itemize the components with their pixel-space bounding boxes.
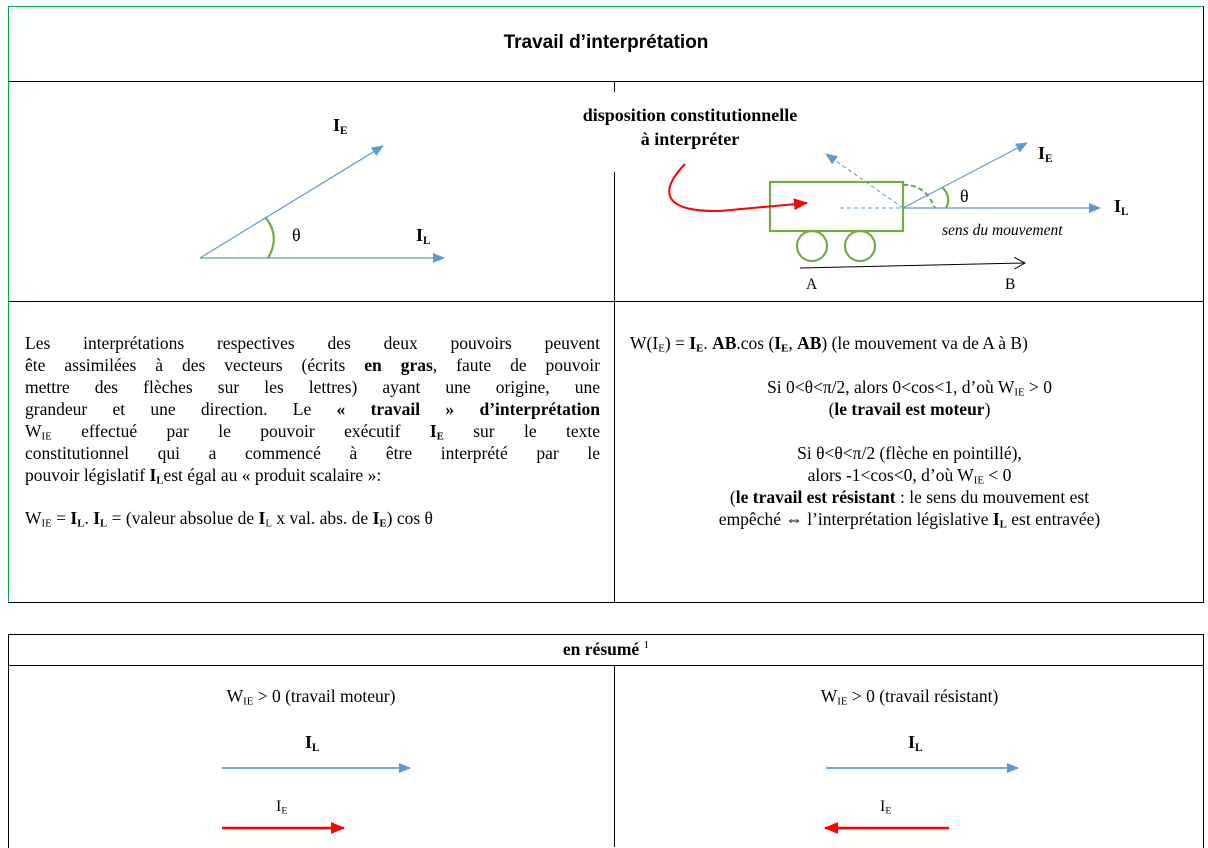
angle-arc-dashed [902,183,937,209]
divider-diagrams [8,301,1204,302]
cart-wheel-right [843,229,877,263]
right-il-label: IL [1114,196,1129,218]
right-angle-label: θ [960,186,969,206]
summary-left-il-label: IL [305,732,320,754]
case-2-line-3: (le travail est résistant : le sens du m… [729,487,1090,507]
red-curved-arrow [668,163,808,213]
left-il-label: IL [416,225,431,247]
left-angle-label: θ [292,225,301,245]
summary-vertical [614,665,615,847]
summary-title: en résumé 1 [562,639,650,659]
left-line-2: ête assimilées à des vecteurs (écrits en… [25,355,601,375]
point-b-label: B [1005,276,1016,293]
case-1-line-2: (le travail est moteur) [828,399,991,419]
left-line-3: mettre des flèches sur les lettres) ayan… [25,377,600,397]
left-line-5: WIE effectué par le pouvoir exécutif IE … [25,421,601,443]
segment-ab [799,263,1025,268]
divider-vertical [614,172,615,602]
summary-right-ie-label: IE [880,798,892,817]
case-1-line-1: Si 0<θ<π/2, alors 0<cos<1, d’où WIE > 0 [766,377,1053,399]
left-line-4: grandeur et une direction. Le « travail … [25,399,601,419]
left-formula: WIE = IL. IL = (valeur absolue de IL x v… [25,508,433,530]
divider-vertical-upper [614,82,615,92]
point-a-label: A [806,276,818,293]
top-frame [8,6,1204,603]
left-line-6: constitutionnel qui a commencé à être in… [25,443,600,463]
right-work-formula: W(IE) = IE. AB.cos (IE, AB) (le mouvemen… [630,333,1028,355]
left-line-7: pouvoir législatif ILest égal au « produ… [25,465,382,487]
motion-label: sens du mouvement [942,222,1063,239]
diagram-caption: disposition constitutionnelle à interpré… [520,103,860,151]
summary-divider [8,665,1204,666]
vector-ie-left [199,145,384,259]
case-2-line-1: Si θ<θ<π/2 (flèche en pointillé), [797,443,1022,463]
caption-line-2: à interpréter [640,129,740,149]
summary-left-ie-label: IE [276,798,288,817]
summary-frame [8,634,1204,848]
case-2-line-4: empêché ⇔ l’interprétation législative I… [718,509,1101,531]
left-ie-label: IE [333,115,348,137]
angle-arc-right [941,186,950,209]
caption-line-1: disposition constitutionnelle [582,105,798,125]
vector-dashed [825,153,904,209]
summary-right-caption: WIE > 0 (travail résistant) [820,686,999,708]
vector-ie-right [902,142,1028,209]
page-title: Travail d’interprétation [503,32,709,53]
summary-left-caption: WIE > 0 (travail moteur) [226,686,396,708]
case-2-line-2: alors -1<cos<0, d’où WIE < 0 [807,465,1012,487]
divider-bottom [8,602,1204,603]
right-cases: Si 0<θ<π/2, alors 0<cos<1, d’où WIE > 0 … [615,376,1204,530]
cart-body [768,180,905,233]
divider-title [8,81,1204,82]
left-explanation: Les interprétations respectives des deux… [25,332,600,486]
angle-arc-left [264,216,275,259]
summary-right-il-label: IL [908,732,923,754]
right-ie-label: IE [1038,143,1053,165]
left-line-1: Les interprétations respectives des deux… [25,333,600,353]
cart-wheel-left [795,229,829,263]
